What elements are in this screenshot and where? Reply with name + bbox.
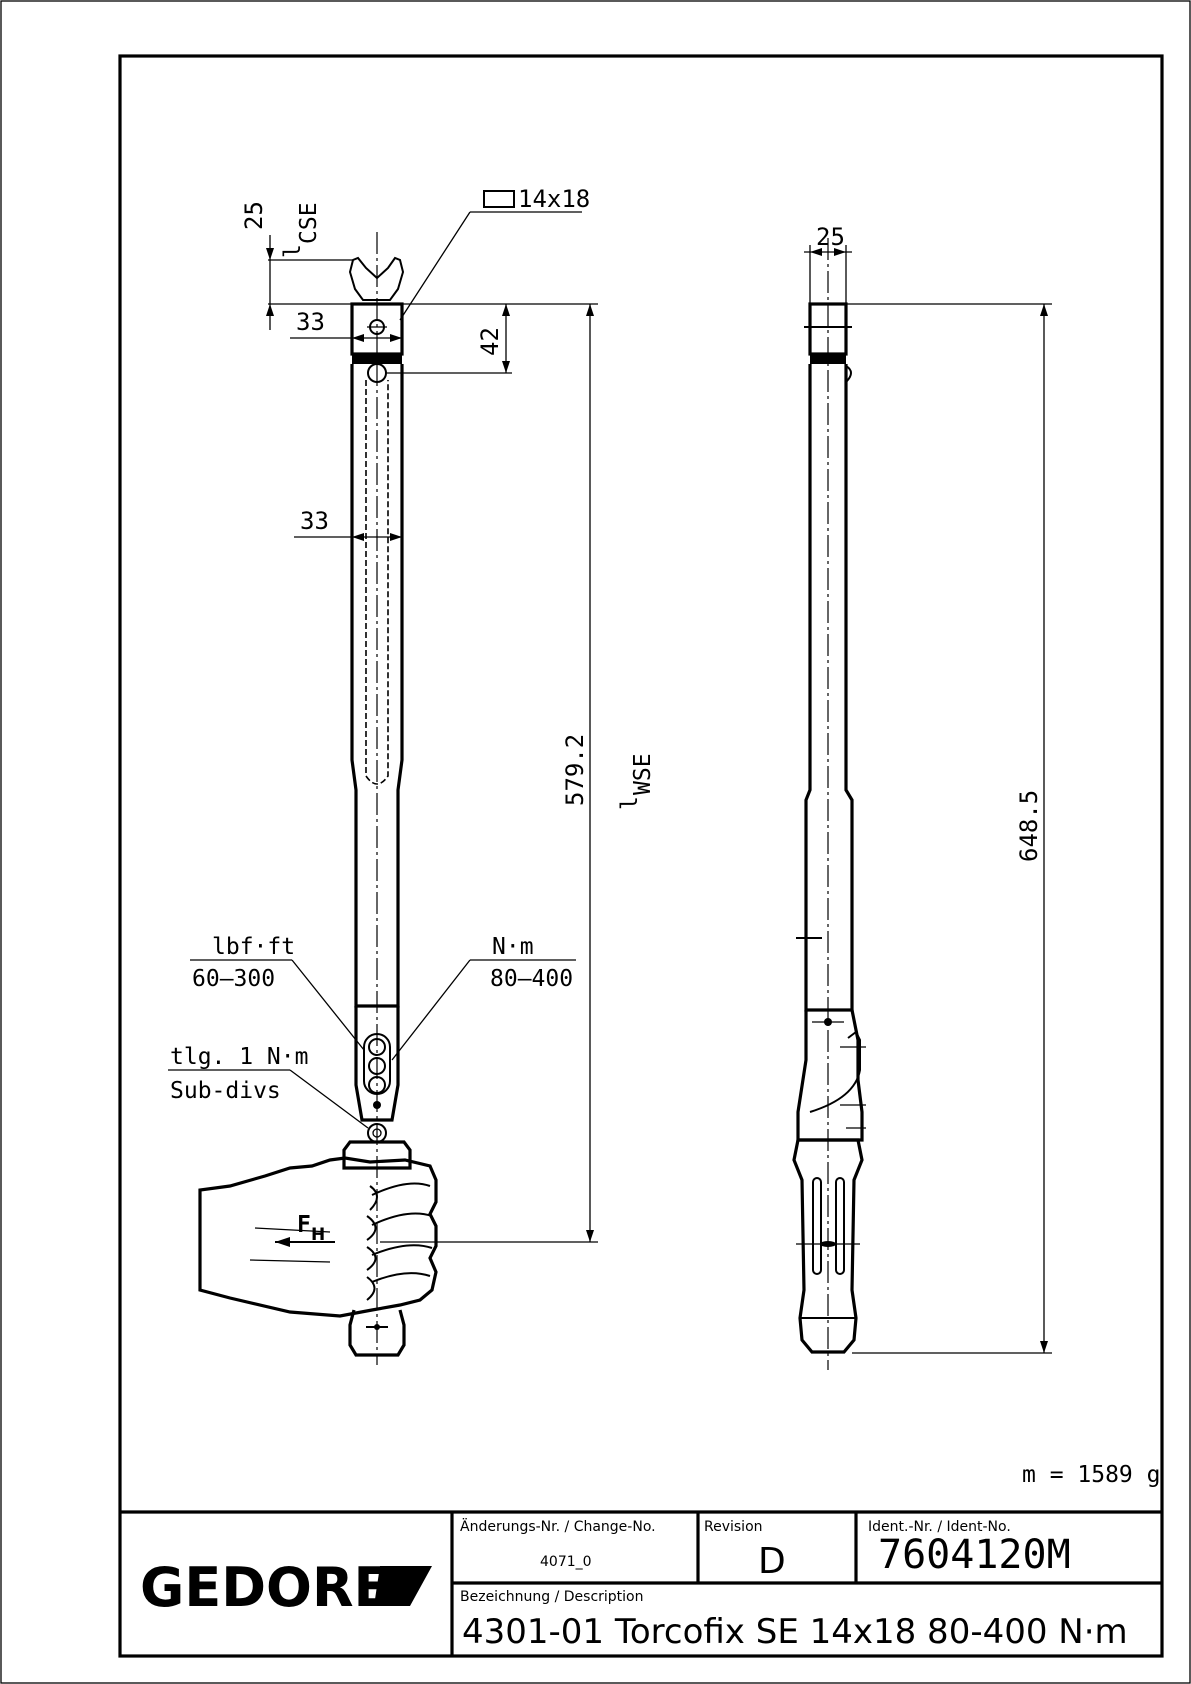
revision-value: D	[758, 1541, 786, 1582]
ident-label: Ident.-Nr. / Ident-No.	[868, 1519, 1011, 1535]
ident-value: 7604120M	[878, 1532, 1071, 1578]
square-drive-symbol	[483, 190, 515, 208]
dim-head-height: 42	[476, 327, 504, 356]
scale-imperial-range: 60–300	[192, 966, 275, 992]
title-block: GEDORE Änderungs-Nr. / Change-No. 4071_0…	[120, 1510, 1162, 1656]
grip-end-cap	[348, 1309, 406, 1357]
side-grip	[792, 1138, 864, 1354]
square-drive-label: 14x18	[518, 185, 590, 213]
side-dim-length: 648.5	[1015, 790, 1043, 862]
side-scale-section	[796, 1009, 864, 1142]
side-dimensions: 25 648.5	[804, 223, 1052, 1354]
side-handle-tube	[804, 364, 854, 1012]
front-dimensions: 14x18 25 l CSE 33 42 33 579.2	[168, 185, 656, 1243]
dim-lwse: 579.2	[561, 734, 589, 806]
change-value: 4071_0	[540, 1554, 592, 1570]
brand-logo: GEDORE	[140, 1556, 390, 1619]
drawing-frame	[118, 54, 1164, 1658]
brand-logo-mark	[374, 1566, 432, 1606]
scale-metric-unit: N·m	[492, 934, 534, 960]
front-view: F H	[198, 232, 438, 1365]
description-value: 4301-01 Torcofix SE 14x18 80-400 N·m	[462, 1612, 1128, 1652]
force-label-f: F	[297, 1212, 311, 1238]
force-label-sub: H	[311, 1225, 325, 1245]
label-lwse-l: l	[617, 796, 643, 810]
dim-head-width: 33	[296, 308, 325, 336]
description-label: Bezeichnung / Description	[460, 1589, 644, 1605]
tube-slot	[365, 380, 389, 785]
label-lcse-l: l	[280, 244, 306, 258]
subdiv-line1: tlg. 1 N·m	[170, 1044, 308, 1070]
label-lwse-sub: WSE	[630, 753, 656, 795]
revision-label: Revision	[704, 1519, 763, 1535]
mass-label: m = 1589 g	[1022, 1462, 1160, 1488]
handle-tube	[350, 364, 404, 1008]
side-dim-width: 25	[816, 223, 845, 251]
label-lcse-sub: CSE	[296, 202, 322, 244]
scale-window	[354, 1006, 400, 1122]
scale-metric-range: 80–400	[490, 966, 573, 992]
change-label: Änderungs-Nr. / Change-No.	[460, 1517, 656, 1535]
hand-outline	[198, 1156, 438, 1318]
head-collar	[352, 354, 402, 364]
dim-lcse: 25	[240, 201, 268, 230]
scale-imperial-unit: lbf·ft	[212, 934, 295, 960]
dim-tube-width: 33	[300, 507, 329, 535]
fork-head	[348, 256, 405, 301]
grip-collar	[342, 1140, 412, 1170]
subdiv-line2: Sub-divs	[170, 1078, 281, 1104]
side-head-collar	[810, 354, 846, 364]
side-view	[792, 238, 866, 1370]
